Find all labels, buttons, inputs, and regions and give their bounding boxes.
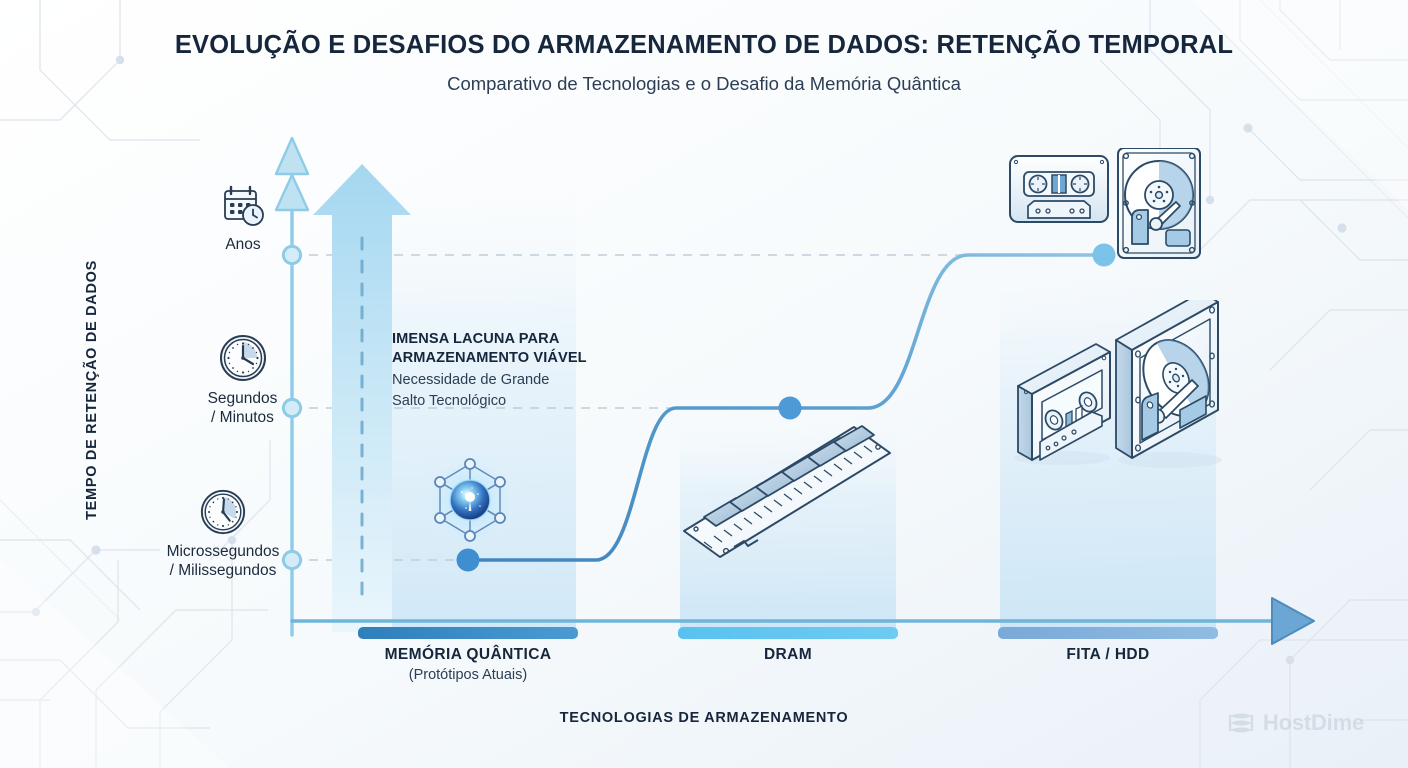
x-axis-title-label: TECNOLOGIAS DE ARMAZENAMENTO bbox=[559, 710, 849, 726]
gap-annotation: IMENSA LACUNA PARA ARMAZENAMENTO VIÁVEL … bbox=[392, 330, 652, 411]
category-name-dram: DRAM bbox=[763, 646, 813, 663]
tape-hdd-icon bbox=[1009, 148, 1201, 259]
quantum-node-icon bbox=[420, 450, 520, 550]
y-tick-segundos: Segundos / Minutos bbox=[160, 332, 325, 428]
calendar-clock-icon bbox=[224, 185, 264, 226]
category-label-quantum: MEMÓRIA QUÂNTICA (Protótipos Atuais) bbox=[358, 646, 578, 683]
base-bar-quantum bbox=[358, 627, 578, 639]
gap-annotation-line2: ARMAZENAMENTO VIÁVEL bbox=[392, 350, 587, 367]
gap-annotation-line3: Necessidade de Grande bbox=[392, 371, 550, 388]
y-axis-title-label: TEMPO DE RETENÇÃO DE DADOS bbox=[84, 260, 100, 520]
hostdime-logo: HostDime bbox=[1228, 710, 1364, 736]
page-title: EVOLUÇÃO E DESAFIOS DO ARMAZENAMENTO DE … bbox=[174, 31, 1234, 59]
dram-module-icon bbox=[683, 425, 891, 558]
y-tick-label-segundos-2: / Minutos bbox=[211, 408, 274, 426]
y-tick-anos: Anos bbox=[182, 182, 304, 255]
y-axis-title: TEMPO DE RETENÇÃO DE DADOS bbox=[78, 210, 106, 570]
y-tick-label-anos: Anos bbox=[225, 236, 261, 253]
category-sub-quantum: (Protótipos Atuais) bbox=[408, 667, 528, 683]
category-base-bars bbox=[358, 627, 1218, 639]
gap-annotation-line1: IMENSA LACUNA PARA bbox=[392, 331, 560, 347]
y-tick-label-micro-1: Microssegundos bbox=[166, 543, 280, 560]
y-tick-label-segundos-1: Segundos bbox=[207, 390, 278, 407]
header: EVOLUÇÃO E DESAFIOS DO ARMAZENAMENTO DE … bbox=[0, 30, 1408, 95]
gap-annotation-line4: Salto Tecnológico bbox=[392, 392, 507, 409]
x-axis-title: TECNOLOGIAS DE ARMAZENAMENTO bbox=[0, 710, 1408, 726]
tape-hdd-icon bbox=[1014, 300, 1222, 468]
base-bar-dram bbox=[678, 627, 898, 639]
clock-icon bbox=[200, 489, 246, 535]
hostdime-logo-text: HostDime bbox=[1262, 710, 1364, 735]
base-bar-fita-hdd bbox=[998, 627, 1218, 639]
hostdime-stack-icon bbox=[1228, 713, 1254, 733]
category-label-fita-hdd: FITA / HDD bbox=[998, 646, 1218, 664]
category-label-dram: DRAM bbox=[678, 646, 898, 664]
category-name-fita-hdd: FITA / HDD bbox=[1066, 646, 1150, 663]
y-tick-label-micro-2: / Milissegundos bbox=[169, 561, 277, 579]
clock-icon bbox=[219, 335, 266, 381]
category-name-quantum: MEMÓRIA QUÂNTICA bbox=[384, 646, 552, 663]
page-subtitle: Comparativo de Tecnologias e o Desafio d… bbox=[447, 72, 961, 94]
y-tick-microssegundos: Microssegundos / Milissegundos bbox=[118, 487, 328, 581]
